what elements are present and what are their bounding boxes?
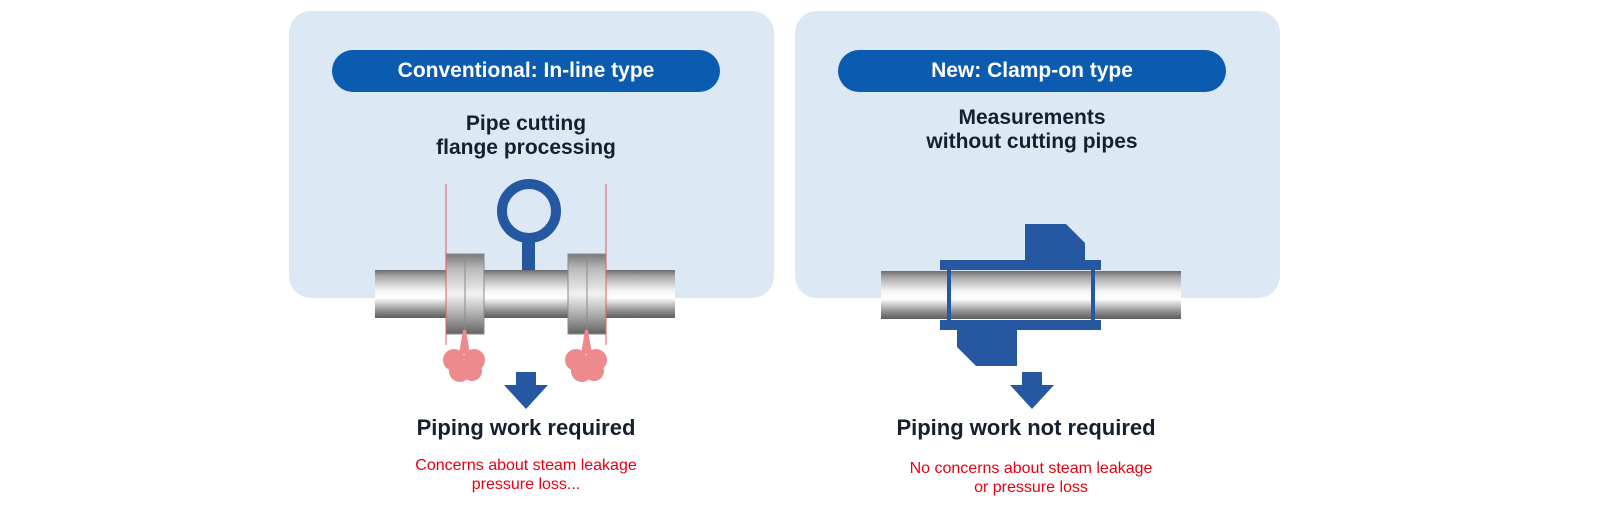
sensor-bottom <box>957 328 1017 366</box>
clamp-on-concern-line1: No concerns about steam leakage <box>909 460 1153 477</box>
conventional-subtitle: Pipe cutting flange processing <box>326 112 726 160</box>
clamp-side-right <box>1091 268 1095 322</box>
clamp-on-subtitle-line2: without cutting pipes <box>926 130 1138 153</box>
clamp-band-top <box>940 260 1101 270</box>
clamp-on-concern: No concerns about steam leakage or press… <box>821 459 1241 497</box>
clamp-on-subtitle: Measurements without cutting pipes <box>832 106 1232 154</box>
steam-leak-icon <box>443 330 607 382</box>
left-flange <box>445 253 485 335</box>
clamp-on-subtitle-line1: Measurements <box>958 106 1106 129</box>
down-arrow-icon <box>1010 372 1054 409</box>
conventional-result: Piping work required <box>416 415 636 440</box>
conventional-concern-line2: pressure loss... <box>471 476 581 493</box>
conventional-type-label: Conventional: In-line type <box>332 50 720 92</box>
clamp-on-flowmeter-icon <box>881 224 1181 366</box>
clamp-on-result: Piping work not required <box>896 415 1156 440</box>
clamp-on-type-label: New: Clamp-on type <box>838 50 1226 92</box>
conventional-concern: Concerns about steam leakage pressure lo… <box>316 456 736 494</box>
down-arrow-icon <box>504 372 548 409</box>
right-flange <box>567 253 607 335</box>
sensor-top <box>1025 224 1085 262</box>
left-pipe <box>375 270 675 318</box>
clamp-on-concern-line2: or pressure loss <box>974 479 1088 496</box>
clamp-band-bottom <box>940 320 1101 330</box>
conventional-subtitle-line2: flange processing <box>436 136 616 159</box>
right-pipe <box>881 271 1181 319</box>
conventional-subtitle-line1: Pipe cutting <box>465 112 587 135</box>
clamp-side-left <box>947 268 951 322</box>
steam-leak-right <box>565 330 607 382</box>
inline-flowmeter-icon <box>375 179 675 345</box>
meter-stem <box>522 236 535 270</box>
meter-gauge <box>497 179 561 243</box>
conventional-concern-line1: Concerns about steam leakage <box>415 457 637 474</box>
steam-leak-left <box>443 330 485 382</box>
